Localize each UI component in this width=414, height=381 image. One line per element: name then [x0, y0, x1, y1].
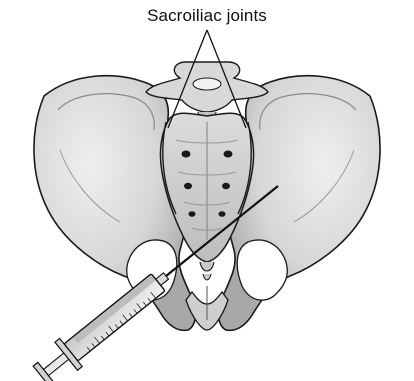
- sacroiliac-joints-label: Sacroiliac joints: [0, 6, 414, 26]
- syringe-icon: [30, 262, 177, 381]
